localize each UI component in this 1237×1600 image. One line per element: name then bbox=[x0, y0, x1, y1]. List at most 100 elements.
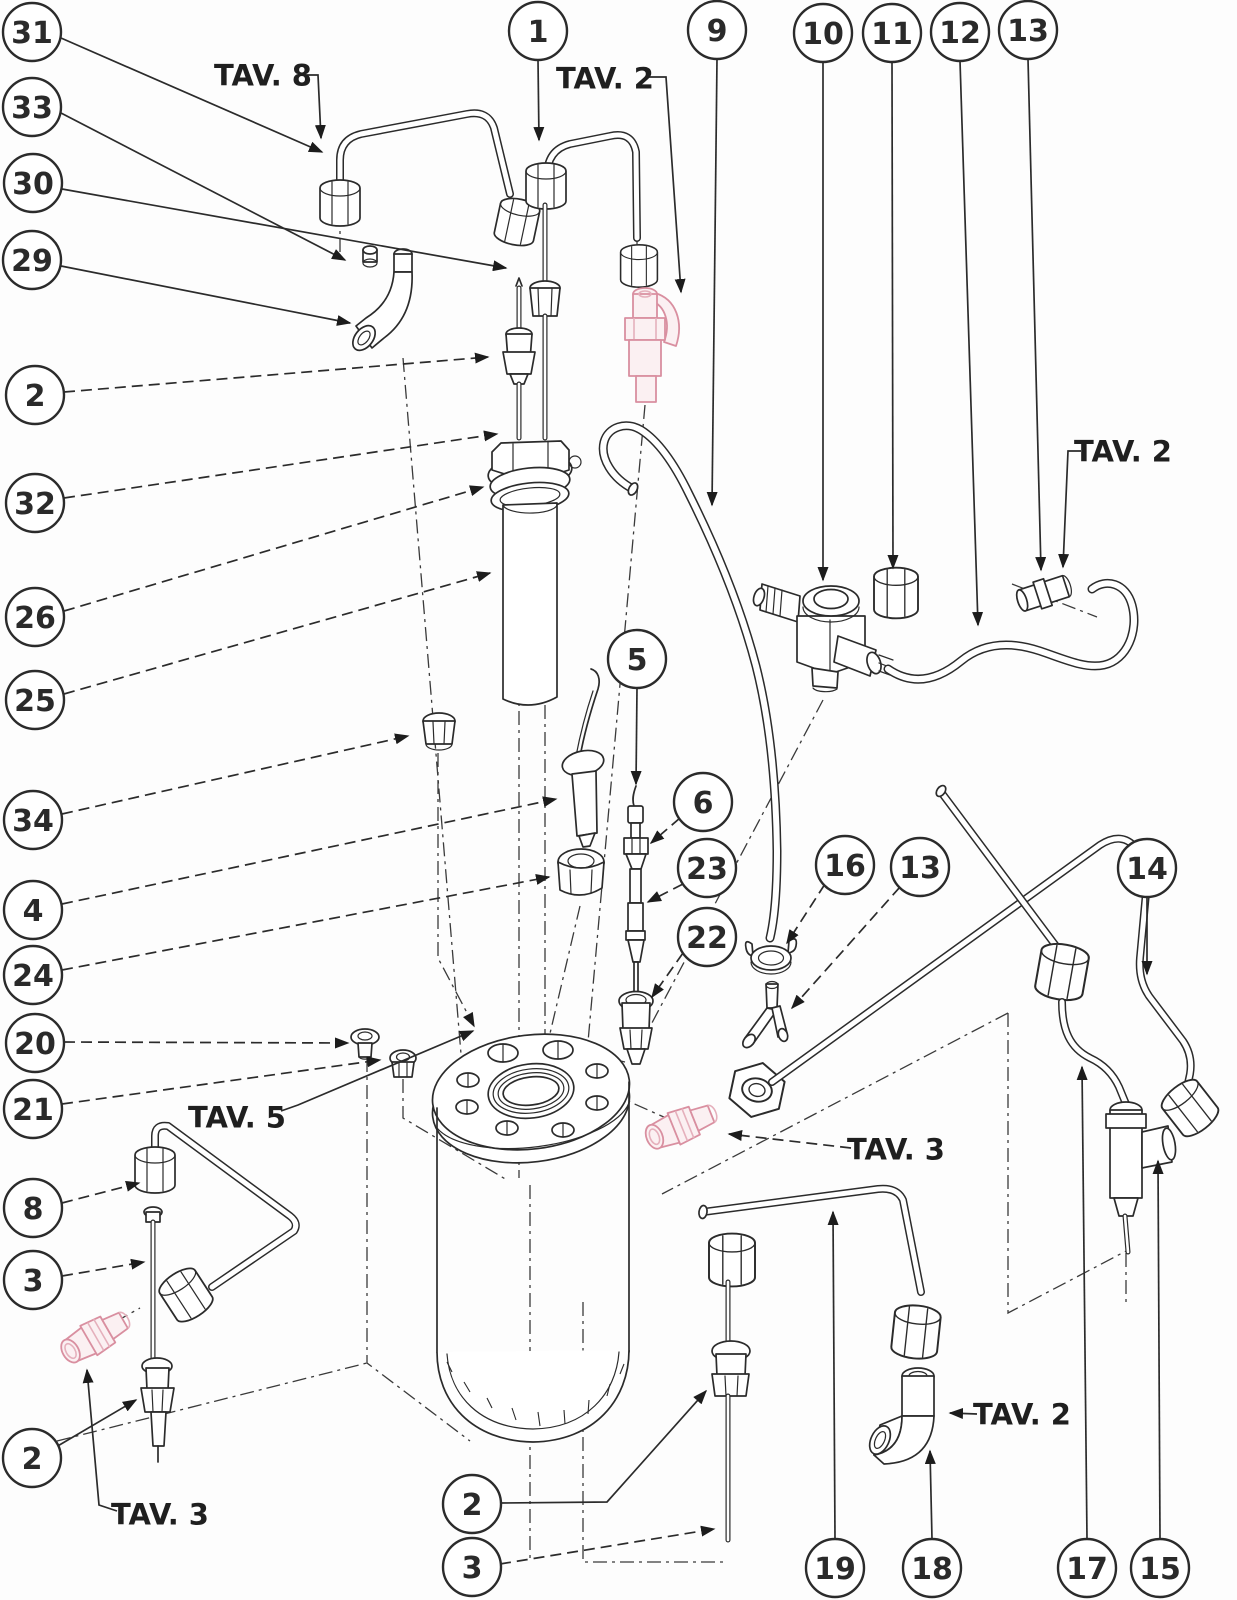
formed-hose bbox=[883, 578, 1139, 684]
callout-number-c10: 10 bbox=[802, 17, 844, 52]
pipe-nut-icon bbox=[319, 179, 361, 227]
callout-number-c15: 15 bbox=[1139, 1552, 1181, 1587]
leader-line-c2b bbox=[55, 1399, 138, 1448]
callout-balloon-c21 bbox=[2, 1078, 64, 1140]
leader-line-tav8 bbox=[302, 74, 326, 140]
leader-line-c2c bbox=[499, 1389, 707, 1504]
callout-number-c9: 9 bbox=[707, 14, 728, 49]
callout-number-c5: 5 bbox=[627, 643, 648, 678]
nipple-fitting-center-pink bbox=[639, 1095, 723, 1157]
callout-balloon-c25 bbox=[4, 669, 66, 731]
leader-line-c11 bbox=[887, 61, 899, 570]
right-pipe-assembly bbox=[768, 784, 1224, 1255]
callout-balloon-c11 bbox=[861, 2, 923, 64]
union-fitting bbox=[711, 1340, 751, 1397]
filter-canister bbox=[431, 1033, 631, 1443]
callout-balloon-c29 bbox=[1, 229, 63, 291]
leader-line-c8 bbox=[61, 1180, 141, 1204]
callout-number-c19: 19 bbox=[814, 1552, 856, 1587]
leader-line-c12 bbox=[959, 60, 984, 627]
callout-number-c17: 17 bbox=[1066, 1552, 1108, 1587]
bushing-20 bbox=[350, 1028, 380, 1060]
callout-balloon-c32 bbox=[4, 472, 66, 534]
leader-line-c13b bbox=[791, 886, 901, 1010]
tee-fitting bbox=[1105, 1101, 1177, 1255]
leader-line-c22 bbox=[651, 952, 684, 999]
suction-hose bbox=[598, 421, 782, 943]
tav-label-tav2t: TAV. 2 bbox=[556, 61, 654, 95]
callout-balloon-c14 bbox=[1116, 837, 1178, 899]
callout-balloon-c30 bbox=[2, 152, 64, 214]
left-pipe-assembly bbox=[54, 1121, 300, 1463]
level-probe bbox=[623, 785, 649, 993]
leader-line-c17 bbox=[1076, 1065, 1088, 1540]
straight-fitting-13 bbox=[1015, 574, 1072, 612]
callout-number-c34: 34 bbox=[12, 804, 54, 839]
callout-number-c26: 26 bbox=[14, 601, 56, 636]
callout-number-c12: 12 bbox=[939, 16, 981, 51]
leader-line-c31 bbox=[60, 37, 324, 153]
callout-number-c24: 24 bbox=[12, 959, 54, 994]
leader-line-c15 bbox=[1152, 1159, 1164, 1540]
callout-number-c13b: 13 bbox=[899, 851, 941, 886]
parts-artwork bbox=[54, 109, 1224, 1563]
leader-line-tav3r bbox=[727, 1130, 852, 1149]
hex-plug bbox=[422, 712, 456, 751]
check-valve-fitting-top-pink bbox=[624, 287, 680, 403]
tav-label-tav2b: TAV. 2 bbox=[973, 1397, 1071, 1431]
callout-number-c16: 16 bbox=[824, 849, 866, 884]
leader-line-c29 bbox=[60, 265, 352, 326]
tav-label-tav2r: TAV. 2 bbox=[1074, 434, 1172, 468]
callout-number-c23: 23 bbox=[686, 852, 728, 887]
needle-valve-fitting bbox=[502, 327, 536, 385]
leader-line-c23 bbox=[646, 883, 684, 903]
callout-balloon-c4 bbox=[2, 879, 64, 941]
callout-number-c11: 11 bbox=[871, 17, 913, 52]
callout-number-c29: 29 bbox=[11, 244, 53, 279]
callout-balloon-c31 bbox=[1, 1, 63, 63]
leader-line-c25 bbox=[63, 571, 492, 695]
callout-balloon-c2c bbox=[441, 1473, 503, 1535]
callout-number-c14: 14 bbox=[1126, 852, 1168, 887]
callout-number-c2b: 2 bbox=[22, 1442, 43, 1477]
leader-line-c19 bbox=[827, 1210, 839, 1540]
flange-center-opening bbox=[487, 1062, 575, 1120]
callout-balloon-c1 bbox=[507, 0, 569, 62]
compression-fitting bbox=[529, 280, 561, 317]
callout-balloon-c2a bbox=[4, 364, 66, 426]
callout-balloon-c23 bbox=[676, 837, 738, 899]
leader-line-c3b bbox=[499, 1525, 716, 1565]
callout-balloon-c17 bbox=[1056, 1537, 1118, 1599]
leader-line-c34 bbox=[61, 733, 410, 815]
leader-line-c30 bbox=[61, 188, 508, 272]
tav-label-tav8: TAV. 8 bbox=[214, 58, 312, 92]
elbow-fitting-top-left bbox=[351, 245, 413, 352]
y-drain-fitting bbox=[741, 980, 789, 1049]
callout-number-c18: 18 bbox=[911, 1552, 953, 1587]
callout-balloon-c33 bbox=[1, 76, 63, 138]
gland-fitting bbox=[618, 990, 654, 1065]
callout-balloon-c10 bbox=[792, 2, 854, 64]
tav-label-tav3r: TAV. 3 bbox=[847, 1132, 945, 1166]
callout-number-c8: 8 bbox=[23, 1192, 44, 1227]
nipple-fitting-left-pink bbox=[54, 1302, 138, 1371]
flange-bolt-holes bbox=[455, 1040, 609, 1138]
reducer-bushing bbox=[557, 848, 605, 896]
callout-balloon-c2b bbox=[1, 1427, 63, 1489]
leader-line-c21 bbox=[61, 1056, 382, 1105]
callout-number-c1: 1 bbox=[528, 15, 549, 50]
tav-label-tav3l: TAV. 3 bbox=[111, 1497, 209, 1531]
leader-line-c20 bbox=[63, 1037, 350, 1049]
callout-number-c25: 25 bbox=[14, 684, 56, 719]
callout-balloon-c34 bbox=[2, 789, 64, 851]
hose-clamp bbox=[744, 938, 798, 975]
callout-number-c21: 21 bbox=[12, 1093, 54, 1128]
callout-balloon-c9 bbox=[686, 0, 748, 61]
u-pipe-top-center bbox=[502, 131, 659, 441]
leader-line-c3a bbox=[61, 1258, 146, 1277]
callout-number-c22: 22 bbox=[686, 921, 728, 956]
callout-balloon-c13b bbox=[889, 836, 951, 898]
